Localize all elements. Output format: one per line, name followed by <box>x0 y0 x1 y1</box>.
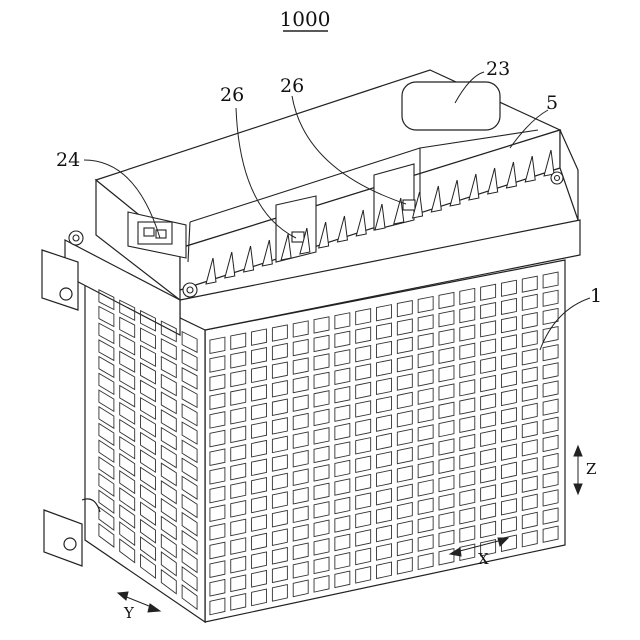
front-face <box>180 220 580 622</box>
axis-y: Y <box>118 592 160 622</box>
window-recess <box>402 82 500 130</box>
axis-z: Z <box>574 446 596 494</box>
numeral-body: 1 <box>590 285 602 307</box>
bolt-front-left <box>183 283 197 297</box>
figure-title: 1000 <box>280 7 331 31</box>
axis-y-label: Y <box>123 604 135 622</box>
bolt-back-left <box>69 231 83 245</box>
numeral-connector: 24 <box>56 149 80 171</box>
axis-x-label: X <box>478 550 489 568</box>
bolt-front-right <box>551 172 563 184</box>
numeral-pin-right: 26 <box>280 75 304 97</box>
axis-z-label: Z <box>586 460 596 478</box>
numeral-window: 23 <box>486 58 510 80</box>
numeral-cover: 5 <box>546 92 558 114</box>
numeral-pin-left: 26 <box>220 84 244 106</box>
